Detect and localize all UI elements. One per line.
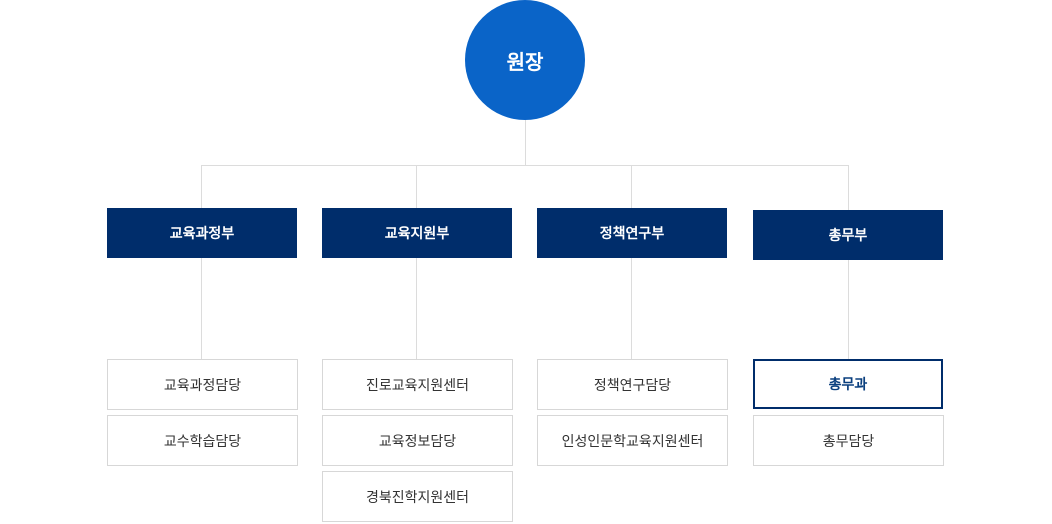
team-policy-research[interactable]: 정책연구담당 (537, 359, 728, 410)
team-general-affairs-section[interactable]: 총무과 (753, 359, 943, 409)
connector-dept-4-up (848, 165, 849, 210)
dept-policy-research[interactable]: 정책연구부 (537, 208, 727, 258)
connector-dept-3-up (631, 165, 632, 208)
team-career-center[interactable]: 진로교육지원센터 (322, 359, 513, 410)
connector-dept-1-down (201, 258, 202, 359)
connector-root-down (525, 120, 526, 165)
team-curriculum[interactable]: 교육과정담당 (107, 359, 298, 410)
dept-curriculum[interactable]: 교육과정부 (107, 208, 297, 258)
team-humanities-center[interactable]: 인성인문학교육지원센터 (537, 415, 728, 466)
team-admission-center[interactable]: 경북진학지원센터 (322, 471, 513, 522)
connector-dept-2-down (416, 258, 417, 359)
dept-education-support[interactable]: 교육지원부 (322, 208, 512, 258)
team-edu-info[interactable]: 교육정보담당 (322, 415, 513, 466)
team-general-affairs[interactable]: 총무담당 (753, 415, 944, 466)
connector-dept-1-up (201, 165, 202, 208)
team-teaching-learning[interactable]: 교수학습담당 (107, 415, 298, 466)
connector-dept-3-down (631, 258, 632, 359)
connector-horizontal (201, 165, 849, 166)
connector-dept-4-down (848, 260, 849, 359)
dept-general-affairs[interactable]: 총무부 (753, 210, 943, 260)
director-node: 원장 (465, 0, 585, 120)
connector-dept-2-up (416, 165, 417, 208)
